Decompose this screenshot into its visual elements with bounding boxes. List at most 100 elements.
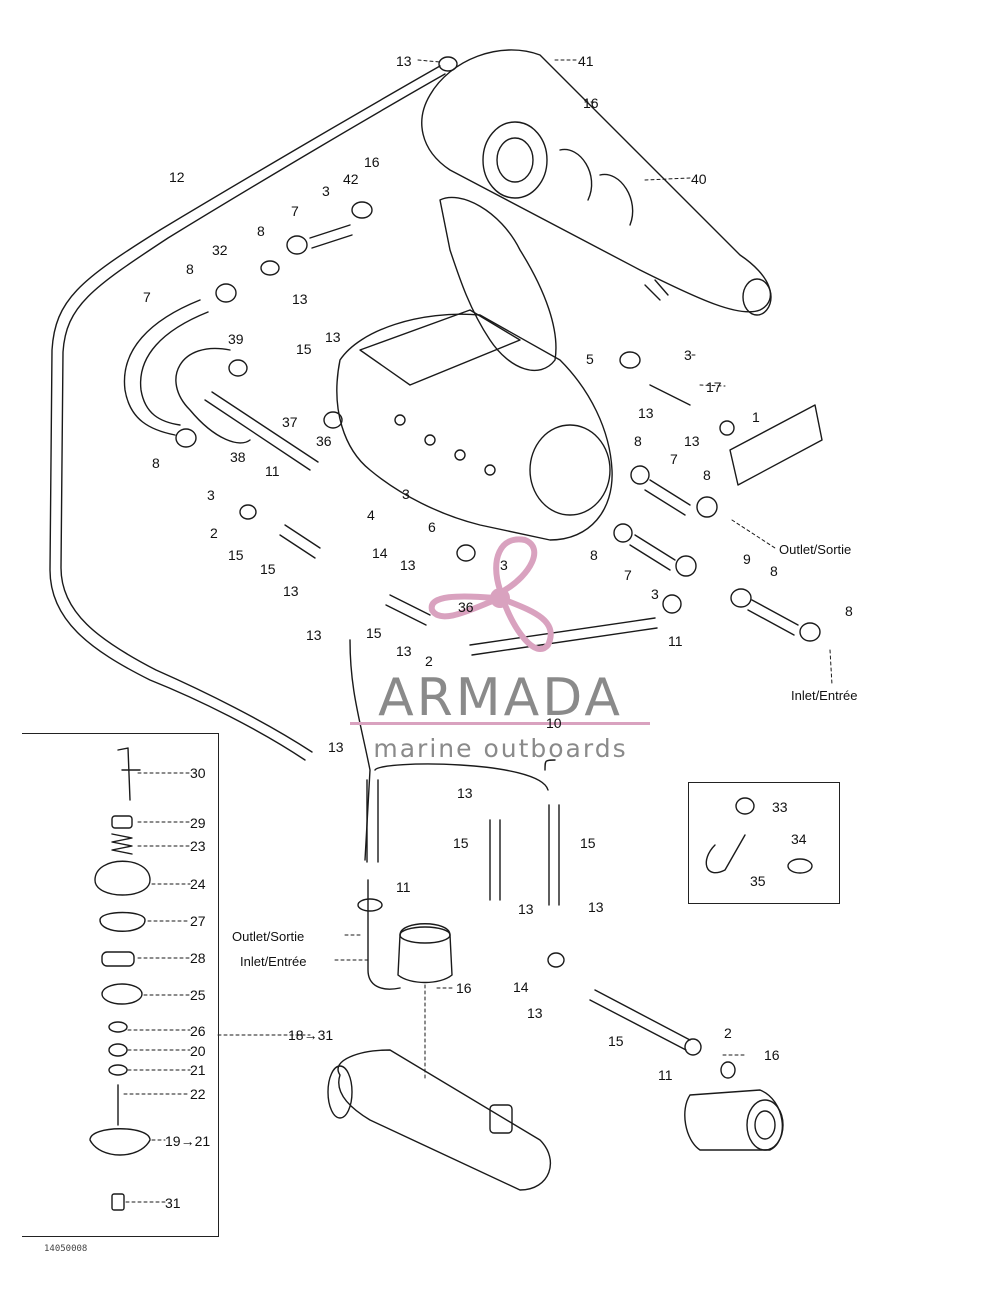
callout-c20: 20 [190, 1043, 206, 1059]
clamp [175, 428, 197, 448]
callout-c27: 27 [190, 913, 206, 929]
callout-c24: 24 [190, 876, 206, 892]
callout-c15d: 15 [366, 625, 382, 641]
inset-panel-clamps [688, 782, 840, 904]
hose-7-upper [309, 224, 353, 249]
callout-c36b: 36 [458, 599, 474, 615]
exhaust-flange [482, 121, 548, 199]
part-35 [705, 834, 746, 874]
leader [417, 59, 726, 387]
callout-c8d: 8 [634, 433, 642, 449]
exhaust-outlet [742, 278, 772, 316]
callout-c22: 22 [190, 1086, 206, 1102]
clamp [323, 411, 343, 429]
hose-7-right-a [644, 479, 691, 516]
fitting [239, 504, 257, 520]
hose-10 [469, 617, 658, 656]
callout-c32: 32 [212, 242, 228, 258]
hose-15-lower [385, 594, 431, 626]
callout-c19to21: 19→21 [165, 1133, 211, 1149]
callout-c8a: 8 [257, 223, 265, 239]
exhaust-pipe-40 [421, 49, 771, 313]
part-33 [735, 797, 755, 815]
fitting [260, 260, 280, 276]
clamp [696, 496, 718, 518]
callout-c15g: 15 [608, 1033, 624, 1049]
clamp [613, 523, 633, 543]
part-30 [117, 747, 141, 801]
callout-c13d: 13 [638, 405, 654, 421]
leader [123, 772, 191, 1203]
callout-c11a: 11 [265, 463, 280, 479]
callout-c13j: 13 [328, 739, 344, 755]
callout-c15a: 15 [296, 341, 312, 357]
leader [217, 934, 746, 1081]
propeller-hub [490, 588, 510, 608]
exhaust-mount [644, 279, 669, 301]
clamp [286, 235, 308, 255]
hose-12-inner [60, 73, 446, 753]
callout-c8h: 8 [845, 603, 853, 619]
callout-c15e: 15 [453, 835, 469, 851]
callout-c8e: 8 [703, 467, 711, 483]
callout-c13m: 13 [588, 899, 604, 915]
watermark-propeller [428, 536, 554, 652]
callout-c16c: 16 [456, 980, 472, 996]
watermark-accent-bar [350, 722, 650, 725]
callout-c30: 30 [190, 765, 206, 781]
callout-c7d: 7 [624, 567, 632, 583]
callout-c10: 10 [546, 715, 562, 731]
callout-c1: 1 [752, 409, 760, 425]
callout-c13f: 13 [283, 583, 299, 599]
callout-c11d: 11 [658, 1067, 673, 1083]
fitting [619, 351, 641, 369]
flow-label-inlet2: Inlet/Entrée [240, 954, 307, 969]
water-box [684, 1089, 784, 1151]
callout-c36a: 36 [316, 433, 332, 449]
engine-bolt [484, 464, 496, 476]
callout-c7c: 7 [670, 451, 678, 467]
water-box-port-inner [754, 1110, 776, 1140]
hose-7-bend-inner [139, 311, 209, 426]
callout-c13n: 13 [527, 1005, 543, 1021]
callout-c15c: 15 [260, 561, 276, 577]
callout-c13i: 13 [396, 643, 412, 659]
bracket-plate [729, 404, 823, 486]
watermark-brand: ARMADA [378, 668, 623, 728]
callout-c18to31: 18→31 [288, 1027, 334, 1043]
water-box-port [746, 1099, 784, 1151]
callout-c13c: 13 [325, 329, 341, 345]
reference-code: 14050008 [44, 1244, 88, 1254]
flow-label-outlet2: Outlet/Sortie [232, 929, 305, 944]
callout-c12: 12 [169, 169, 185, 185]
part-23-spring [111, 833, 133, 855]
engine-bolt [424, 434, 436, 446]
callout-c23: 23 [190, 838, 206, 854]
hose-loop-lower [349, 639, 556, 861]
callout-c15b: 15 [228, 547, 244, 563]
hose-7-bend [123, 299, 201, 436]
callout-c41: 41 [578, 53, 594, 69]
callout-c8g: 8 [770, 563, 778, 579]
callout-c16a: 16 [583, 95, 599, 111]
callout-c16d: 16 [764, 1047, 780, 1063]
part-25 [101, 983, 143, 1005]
callout-c7a: 7 [291, 203, 299, 219]
callout-c14a: 14 [372, 545, 388, 561]
flow-label-inlet1: Inlet/Entrée [791, 688, 858, 703]
hose-17 [649, 384, 691, 406]
callout-c3f: 3 [651, 586, 659, 602]
engine-flywheel-cover [529, 424, 611, 516]
callout-c8c: 8 [152, 455, 160, 471]
callout-c11b: 11 [668, 633, 683, 649]
callout-c2b: 2 [425, 653, 433, 669]
callout-c39: 39 [228, 331, 244, 347]
callout-c33: 33 [772, 799, 788, 815]
fitting [547, 952, 565, 968]
callout-c3d: 3 [402, 486, 410, 502]
propeller-blade [493, 536, 538, 593]
callout-c8b: 8 [186, 261, 194, 277]
callout-c13b: 13 [292, 291, 308, 307]
